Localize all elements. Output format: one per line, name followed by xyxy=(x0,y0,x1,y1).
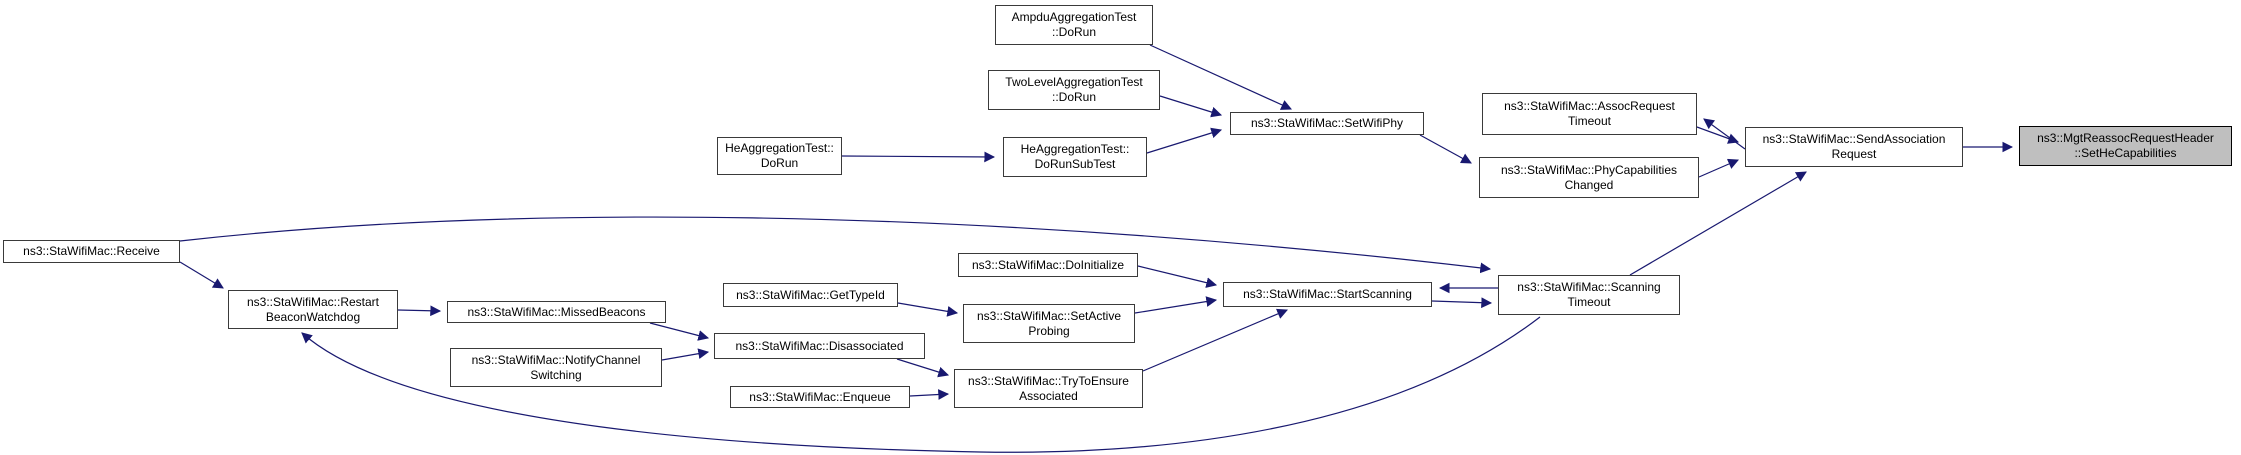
node-label: ns3::StaWifiMac::StartScanning xyxy=(1243,287,1412,301)
edge-scanning-timeout-to-sendassociation-request xyxy=(1629,171,1807,276)
node-label: ns3::StaWifiMac::Scanning xyxy=(1517,280,1661,294)
node-sendassociation-request[interactable]: ns3::StaWifiMac::SendAssociation Request xyxy=(1745,127,1963,167)
node-label: Timeout xyxy=(1567,295,1611,309)
node-twolevel-dorun[interactable]: TwoLevelAggregationTest ::DoRun xyxy=(988,70,1160,110)
node-label: ns3::StaWifiMac::GetTypeId xyxy=(736,287,885,302)
node-label: Probing xyxy=(1028,323,1070,338)
node-setwifiphy[interactable]: ns3::StaWifiMac::SetWifiPhy xyxy=(1230,112,1424,135)
node-label: HeAggregationTest:: xyxy=(725,141,834,155)
node-label: Switching xyxy=(530,367,582,382)
node-label: ns3::StaWifiMac::AssocRequest xyxy=(1504,99,1675,113)
node-scanning-timeout[interactable]: ns3::StaWifiMac::Scanning Timeout xyxy=(1498,275,1680,315)
edge-setwifiphy-to-phycapabilities-changed xyxy=(1419,134,1472,164)
node-label: ::DoRun xyxy=(1051,25,1097,39)
node-notifychannel-switching[interactable]: ns3::StaWifiMac::NotifyChannel Switching xyxy=(450,348,662,387)
node-label: ::DoRun xyxy=(1051,90,1097,104)
node-label: ::SetHeCapabilities xyxy=(2074,146,2177,160)
edge-phycapabilities-changed-to-sendassociation-request xyxy=(1698,158,1739,178)
node-label: Changed xyxy=(1564,177,1614,192)
edge-notifychannel-switching-to-disassociated xyxy=(661,348,710,361)
node-label: ns3::StaWifiMac::DoInitialize xyxy=(971,257,1125,272)
node-label: BeaconWatchdog xyxy=(265,309,361,324)
edge-he-dorunsubtest-to-setwifiphy xyxy=(1146,127,1223,154)
edge-sendassociation-request-to-assocrequest-timeout xyxy=(1703,118,1746,150)
node-label: DoRun xyxy=(760,156,799,170)
node-restart-beaconwatchdog[interactable]: ns3::StaWifiMac::Restart BeaconWatchdog xyxy=(228,290,398,329)
node-gettypeid[interactable]: ns3::StaWifiMac::GetTypeId xyxy=(723,283,898,307)
node-receive[interactable]: ns3::StaWifiMac::Receive xyxy=(3,240,180,263)
node-label: ns3::StaWifiMac::SetActive xyxy=(976,308,1122,323)
node-label: ns3::StaWifiMac::Enqueue xyxy=(749,389,891,404)
node-startscanning[interactable]: ns3::StaWifiMac::StartScanning xyxy=(1223,282,1432,307)
edge-restart-beaconwatchdog-to-missedbeacons xyxy=(397,305,442,317)
node-phycapabilities-changed[interactable]: ns3::StaWifiMac::PhyCapabilities Changed xyxy=(1479,157,1699,198)
edge-twolevel-dorun-to-setwifiphy xyxy=(1159,95,1223,118)
node-label: ns3::StaWifiMac::PhyCapabilities xyxy=(1500,162,1678,177)
node-he-dorunsubtest[interactable]: HeAggregationTest:: DoRunSubTest xyxy=(1003,137,1147,177)
edge-trytoensure-associated-to-startscanning xyxy=(1142,308,1288,372)
node-label: HeAggregationTest:: xyxy=(1020,142,1130,156)
node-assocrequest-timeout[interactable]: ns3::StaWifiMac::AssocRequest Timeout xyxy=(1482,93,1697,135)
edge-he-dorun-to-he-dorunsubtest xyxy=(841,151,996,163)
edge-receive-to-scanning-timeout xyxy=(179,216,1492,274)
node-label: AmpduAggregationTest xyxy=(1011,10,1137,24)
node-label: ns3::StaWifiMac::SetWifiPhy xyxy=(1250,116,1404,130)
edge-ampdu-dorun-to-setwifiphy xyxy=(1149,44,1292,110)
node-label: TwoLevelAggregationTest xyxy=(1005,75,1143,89)
node-label: DoRunSubTest xyxy=(1034,157,1116,171)
node-enqueue[interactable]: ns3::StaWifiMac::Enqueue xyxy=(730,386,910,408)
node-setactive-probing[interactable]: ns3::StaWifiMac::SetActive Probing xyxy=(963,304,1135,343)
edge-enqueue-to-trytoensure-associated xyxy=(909,389,950,400)
edge-startscanning-to-scanning-timeout xyxy=(1431,297,1493,309)
edge-setactive-probing-to-startscanning xyxy=(1134,296,1218,314)
node-label: ns3::StaWifiMac::SendAssociation xyxy=(1762,132,1946,146)
node-label: ns3::MgtReassocRequestHeader xyxy=(2037,131,2214,145)
node-ampdu-dorun[interactable]: AmpduAggregationTest ::DoRun xyxy=(995,5,1153,45)
edge-scanning-timeout-to-restart-beaconwatchdog xyxy=(301,316,1541,453)
node-he-dorun[interactable]: HeAggregationTest:: DoRun xyxy=(717,137,842,175)
node-sethecapabilities-target: ns3::MgtReassocRequestHeader ::SetHeCapa… xyxy=(2019,126,2232,166)
edge-receive-to-restart-beaconwatchdog xyxy=(179,261,224,289)
node-missedbeacons[interactable]: ns3::StaWifiMac::MissedBeacons xyxy=(447,301,666,323)
node-label: ns3::StaWifiMac::Receive xyxy=(23,244,160,258)
edge-doinitialize-to-startscanning xyxy=(1137,265,1218,288)
node-label: ns3::StaWifiMac::MissedBeacons xyxy=(467,304,646,319)
node-label: ns3::StaWifiMac::Disassociated xyxy=(735,338,904,353)
edge-missedbeacons-to-disassociated xyxy=(649,322,710,341)
node-doinitialize[interactable]: ns3::StaWifiMac::DoInitialize xyxy=(958,253,1138,277)
node-label: ns3::StaWifiMac::NotifyChannel xyxy=(471,352,641,367)
node-label: Associated xyxy=(1019,388,1078,403)
edge-disassociated-to-trytoensure-associated xyxy=(896,358,950,378)
edge-gettypeid-to-setactive-probing xyxy=(897,302,959,317)
node-trytoensure-associated[interactable]: ns3::StaWifiMac::TryToEnsure Associated xyxy=(954,369,1143,408)
node-label: Request xyxy=(1831,147,1877,161)
node-label: ns3::StaWifiMac::Restart xyxy=(246,294,380,309)
node-disassociated[interactable]: ns3::StaWifiMac::Disassociated xyxy=(714,333,925,359)
node-label: Timeout xyxy=(1568,114,1611,128)
node-label: ns3::StaWifiMac::TryToEnsure xyxy=(968,373,1129,388)
